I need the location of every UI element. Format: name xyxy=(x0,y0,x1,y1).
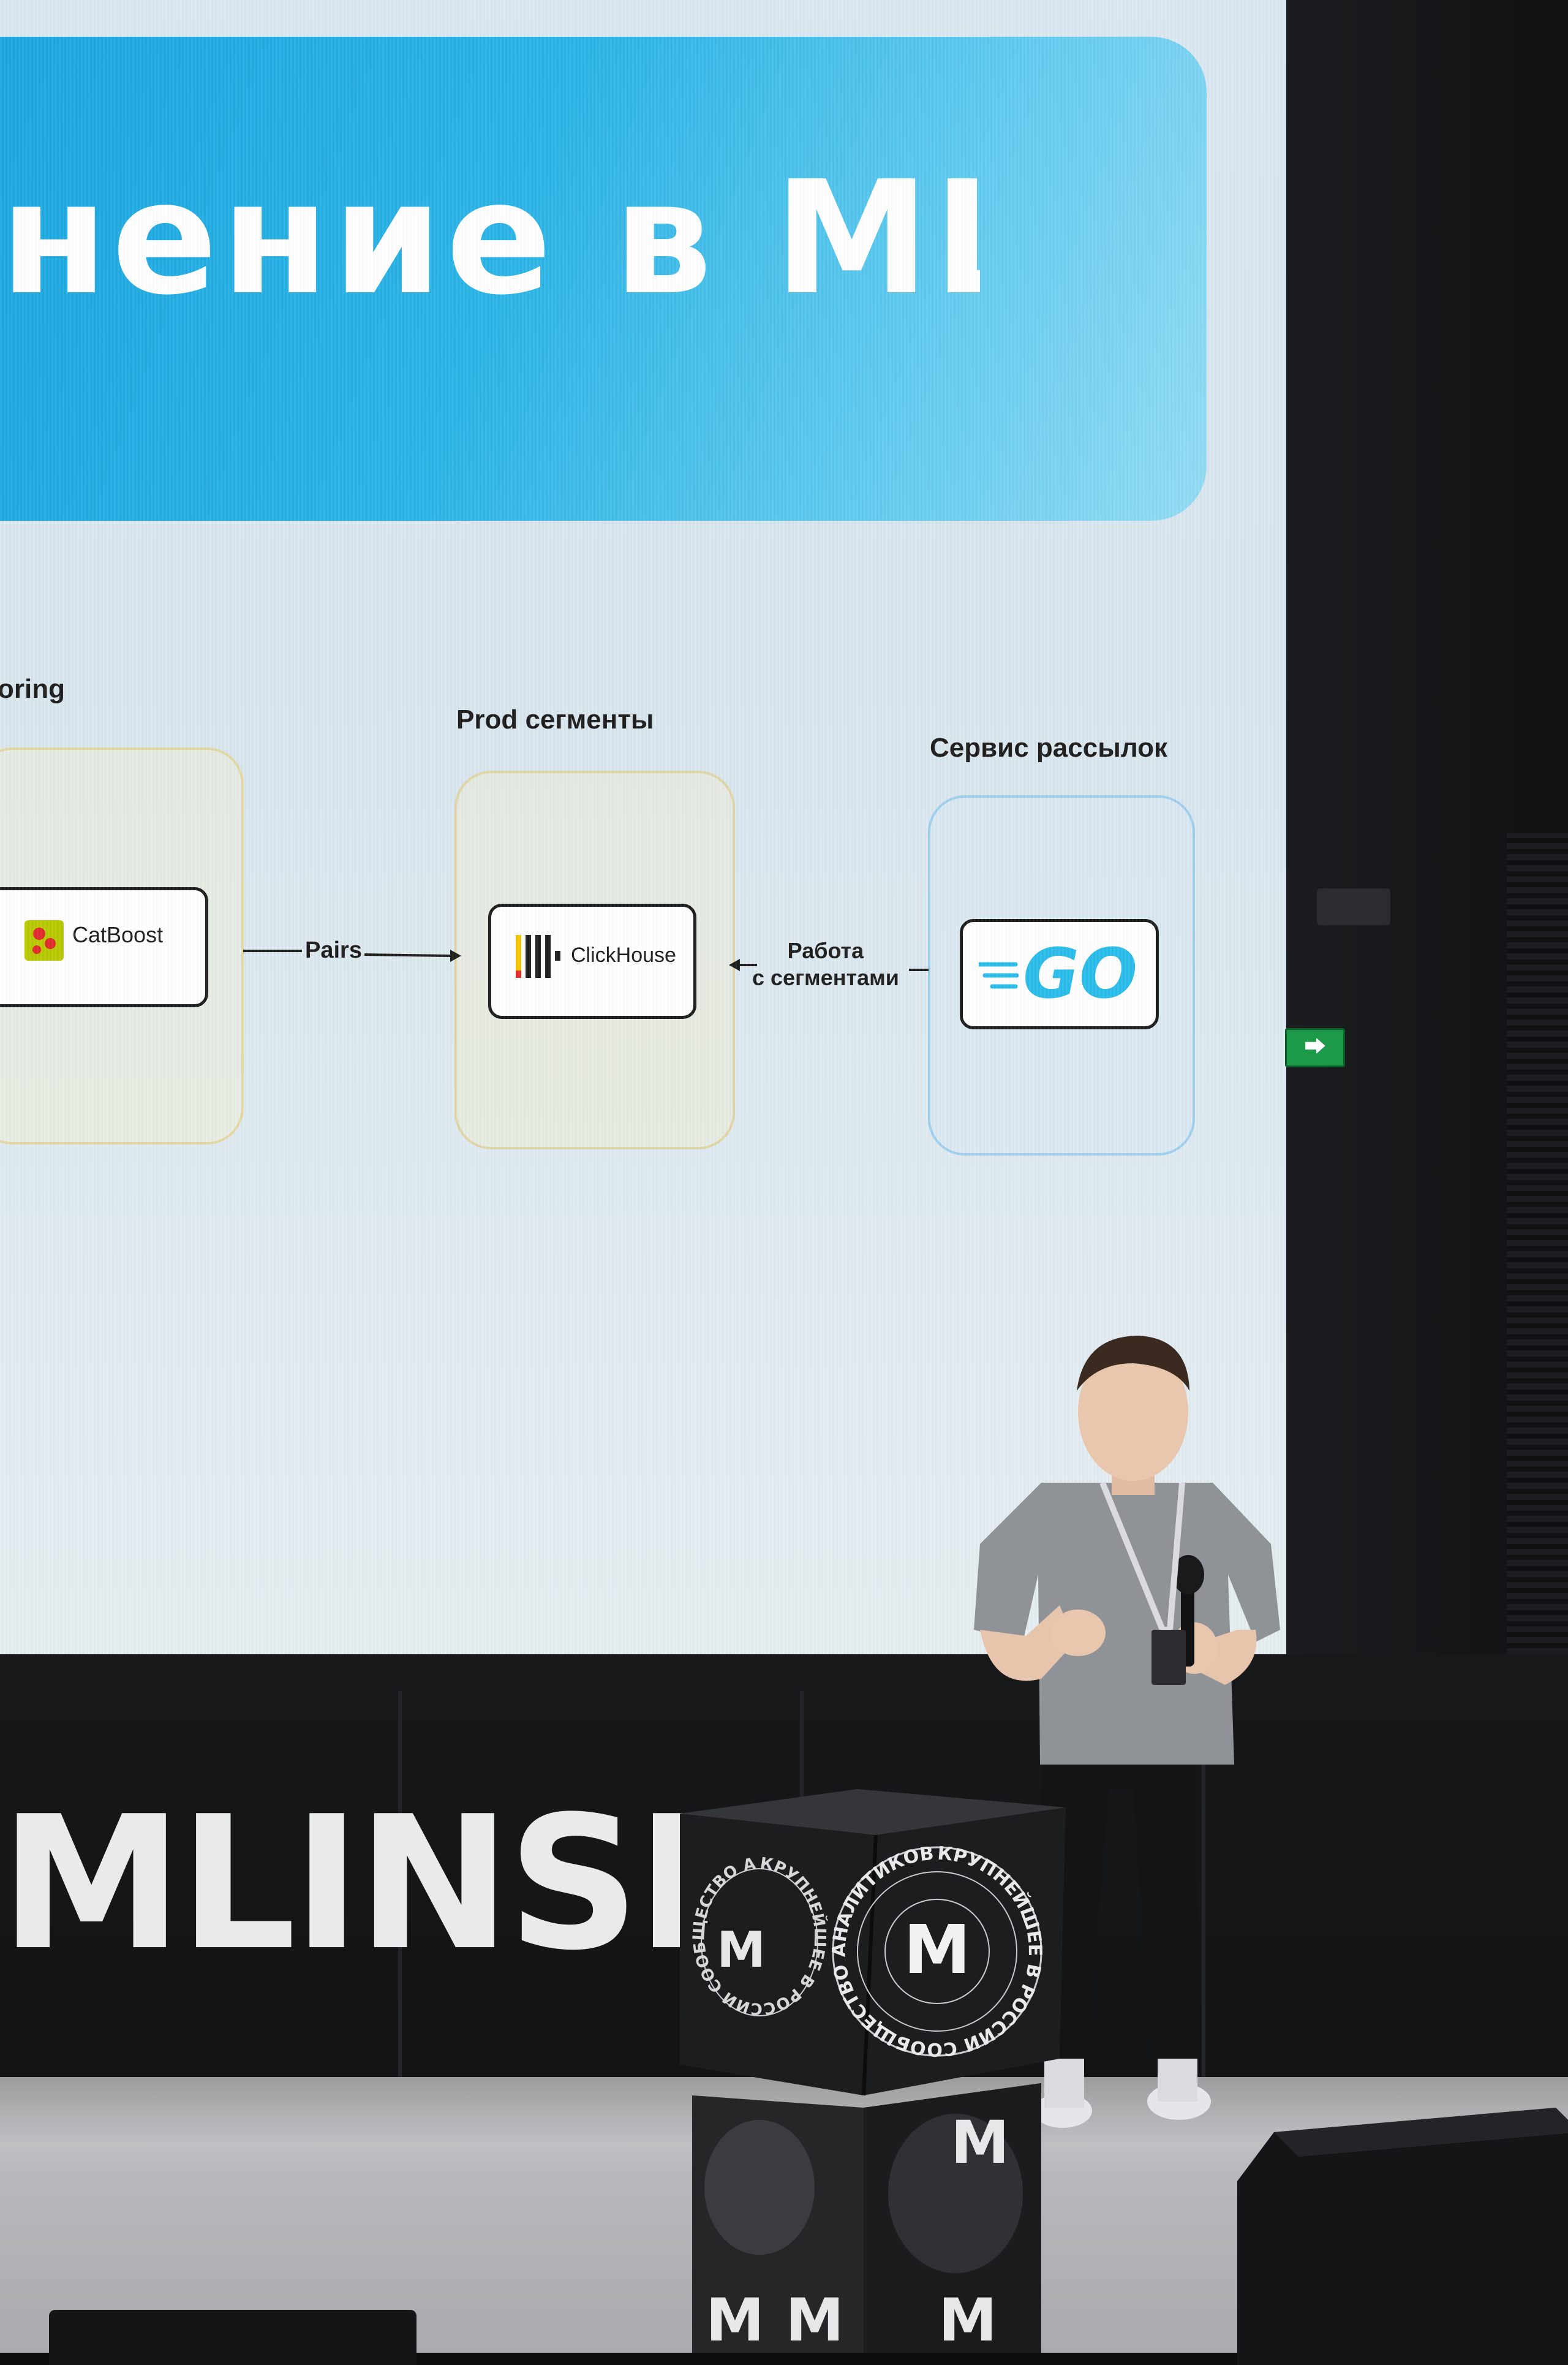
exit-sign-icon: ⮕ xyxy=(1285,1028,1345,1067)
presenter-person xyxy=(974,1336,1280,2128)
mailing-service-label: Сервис рассылок xyxy=(930,733,1168,763)
stage-monitor-speaker xyxy=(1237,2108,1568,2365)
clickhouse-box xyxy=(488,904,696,1019)
podium-bottom-logo-m-1: M xyxy=(706,2286,764,2353)
catboost-label: CatBoost xyxy=(72,922,164,947)
segments-label: Работа с сегментами xyxy=(752,938,899,990)
branded-podium: КРУПНЕЙШЕЕ В РОССИИ СООБЩЕСТВО АНАЛИТИКО… xyxy=(674,1789,1066,2353)
scoring-label: oring xyxy=(0,674,65,704)
go-logo-text: GO xyxy=(1023,937,1137,1011)
pairs-arrow-icon xyxy=(243,950,461,962)
pairs-label: Pairs xyxy=(305,937,362,963)
catboost-icon xyxy=(24,920,64,961)
podium-bottom-logo-m-3: M xyxy=(938,2286,997,2353)
floor-speaker xyxy=(49,2310,417,2365)
clickhouse-icon xyxy=(516,935,560,978)
podium-logo-m: M xyxy=(903,1910,970,1989)
podium-bottom-logo-m-2: M xyxy=(785,2286,844,2353)
wall-fixture xyxy=(1317,888,1390,925)
slide-title-banner xyxy=(0,37,1207,521)
catboost-box xyxy=(0,887,208,1007)
prod-segments-label: Prod сегменты xyxy=(456,705,654,735)
podium-lower-logo-m: M xyxy=(951,2108,1009,2177)
go-logo-icon: GO xyxy=(979,937,1137,1011)
segments-arrow-icon xyxy=(729,959,929,971)
podium-left-logo-m: M xyxy=(717,1921,766,1978)
slide-title: нение в ML xyxy=(0,148,980,330)
clickhouse-label: ClickHouse xyxy=(571,944,676,967)
projection-screen: нение в ML oring Prod сегменты Сервис ра… xyxy=(0,0,1286,1685)
